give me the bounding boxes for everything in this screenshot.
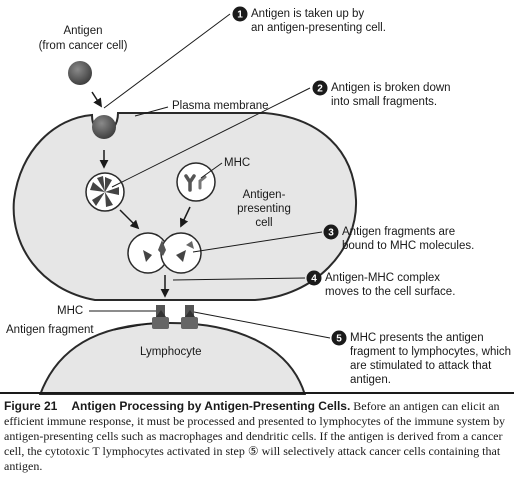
svg-text:3: 3 bbox=[328, 228, 334, 239]
figure-label: Figure 21 bbox=[4, 399, 58, 413]
apc-label-line3: cell bbox=[255, 217, 273, 229]
caption-body: Before an antigen can elicit an efficien… bbox=[4, 399, 505, 473]
lymphocyte-cell bbox=[38, 321, 307, 395]
plasma-membrane-label: Plasma membrane bbox=[172, 100, 269, 112]
figure-caption: Figure 21 Antigen Processing by Antigen-P… bbox=[4, 399, 510, 474]
merge-arrow-right bbox=[180, 206, 191, 228]
step-2-line-2: into small fragments. bbox=[331, 96, 438, 108]
fragment-vesicle bbox=[85, 172, 125, 212]
step-5-line-3: are stimulated to attack that bbox=[350, 360, 492, 372]
merge-arrow-left bbox=[119, 209, 140, 230]
antigen-source-label: (from cancer cell) bbox=[38, 40, 128, 52]
mhc-label-upper: MHC bbox=[224, 157, 251, 169]
step-5-line-1: MHC presents the antigen bbox=[350, 332, 484, 344]
antigen-fragment-label: Antigen fragment bbox=[6, 324, 94, 336]
step-4-line-2: moves to the cell surface. bbox=[325, 286, 456, 298]
svg-text:5: 5 bbox=[336, 334, 342, 345]
figure-title: Antigen Processing by Antigen-Presenting… bbox=[71, 399, 351, 413]
surface-mhc-left bbox=[152, 305, 169, 329]
mhc-vesicle bbox=[176, 162, 216, 202]
svg-text:1: 1 bbox=[237, 10, 243, 21]
fused-vesicles bbox=[127, 232, 202, 274]
step-1-line-2: an antigen-presenting cell. bbox=[251, 22, 386, 34]
step-5-line-4: antigen. bbox=[350, 374, 391, 386]
caption-rule bbox=[0, 392, 514, 394]
svg-text:4: 4 bbox=[311, 274, 317, 285]
surface-mhc-right bbox=[181, 305, 198, 329]
leader-lines bbox=[89, 13, 331, 339]
antigen-particle bbox=[68, 61, 92, 85]
antigen-label: Antigen bbox=[63, 25, 103, 37]
step-2-line-1: Antigen is broken down bbox=[331, 82, 451, 94]
lymphocyte-label: Lymphocyte bbox=[140, 346, 202, 358]
step-markers: 1 2 3 4 5 bbox=[232, 6, 347, 346]
apc-label-line2: presenting bbox=[237, 203, 291, 215]
svg-text:2: 2 bbox=[317, 84, 323, 95]
step-3-line-1: Antigen fragments are bbox=[342, 226, 456, 238]
mhc-label-lower: MHC bbox=[57, 305, 84, 317]
step-3-line-2: bound to MHC molecules. bbox=[342, 240, 475, 252]
step-1-line-1: Antigen is taken up by bbox=[251, 8, 365, 20]
diagram-canvas: 1 2 3 4 5 bbox=[12, 6, 358, 395]
uptake-arrow bbox=[91, 91, 102, 108]
apc-label-line1: Antigen- bbox=[242, 189, 286, 201]
step-4-line-1: Antigen-MHC complex bbox=[325, 272, 441, 284]
engulfed-antigen bbox=[92, 115, 116, 139]
step-5-line-2: fragment to lymphocytes, which bbox=[350, 346, 512, 358]
